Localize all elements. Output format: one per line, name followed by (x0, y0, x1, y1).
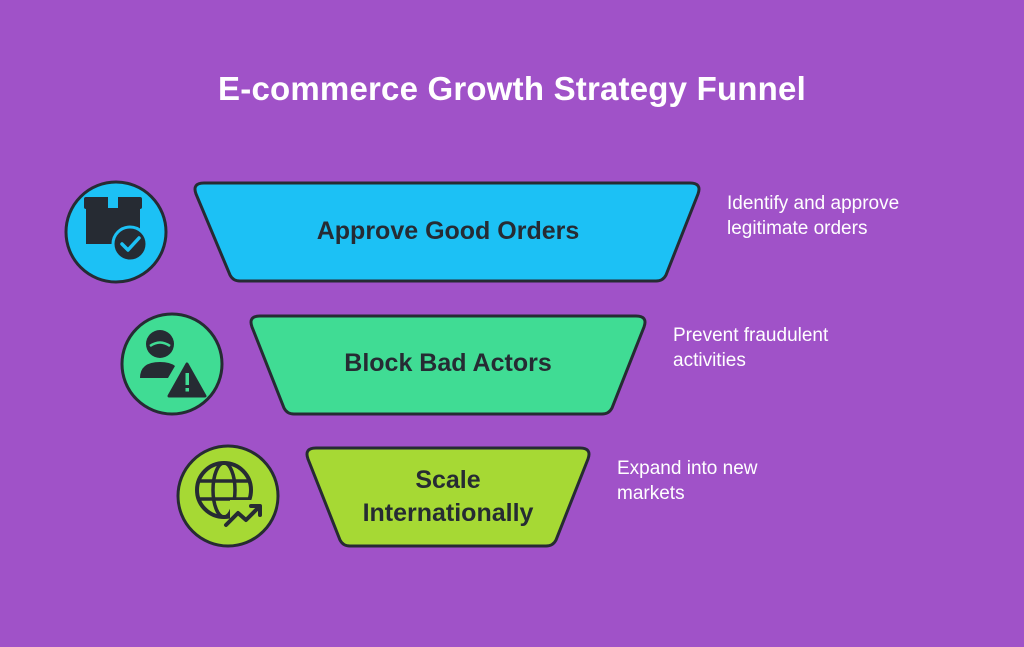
stage-1-description: Identify and approve legitimate orders (727, 191, 987, 241)
stage-1-description-line-1: Identify and approve (727, 193, 900, 214)
stage-3-label-line-2: Internationally (362, 499, 534, 527)
stage-3-label-line-1: Scale (415, 466, 481, 494)
stage-2-icon-circle (120, 312, 224, 416)
stage-3-description-line-1: Expand into new (617, 458, 758, 479)
diagram-title: E-commerce Growth Strategy Funnel (218, 70, 806, 107)
stage-3-description-line-2: markets (617, 483, 685, 504)
globe-growth-icon (195, 461, 262, 527)
funnel-stage-1-shape (193, 181, 701, 283)
stage-1-description-line-2: legitimate orders (727, 218, 868, 239)
funnel-stage-2-shape (249, 314, 647, 416)
stage-2-description-line-1: Prevent fraudulent (673, 325, 829, 346)
package-check-icon (84, 197, 149, 263)
user-warning-icon (140, 330, 207, 398)
stage-1-label: Approve Good Orders (316, 217, 580, 245)
stage-3-icon-circle (176, 444, 280, 548)
stage-3-description: Expand into new markets (617, 456, 877, 506)
stage-3-label: Scale Internationally (340, 464, 556, 530)
stage-2-description: Prevent fraudulent activities (673, 323, 933, 373)
stage-2-label: Block Bad Actors (344, 349, 552, 377)
stage-2-description-line-2: activities (673, 350, 746, 371)
funnel-stage-3-shape (305, 446, 591, 548)
